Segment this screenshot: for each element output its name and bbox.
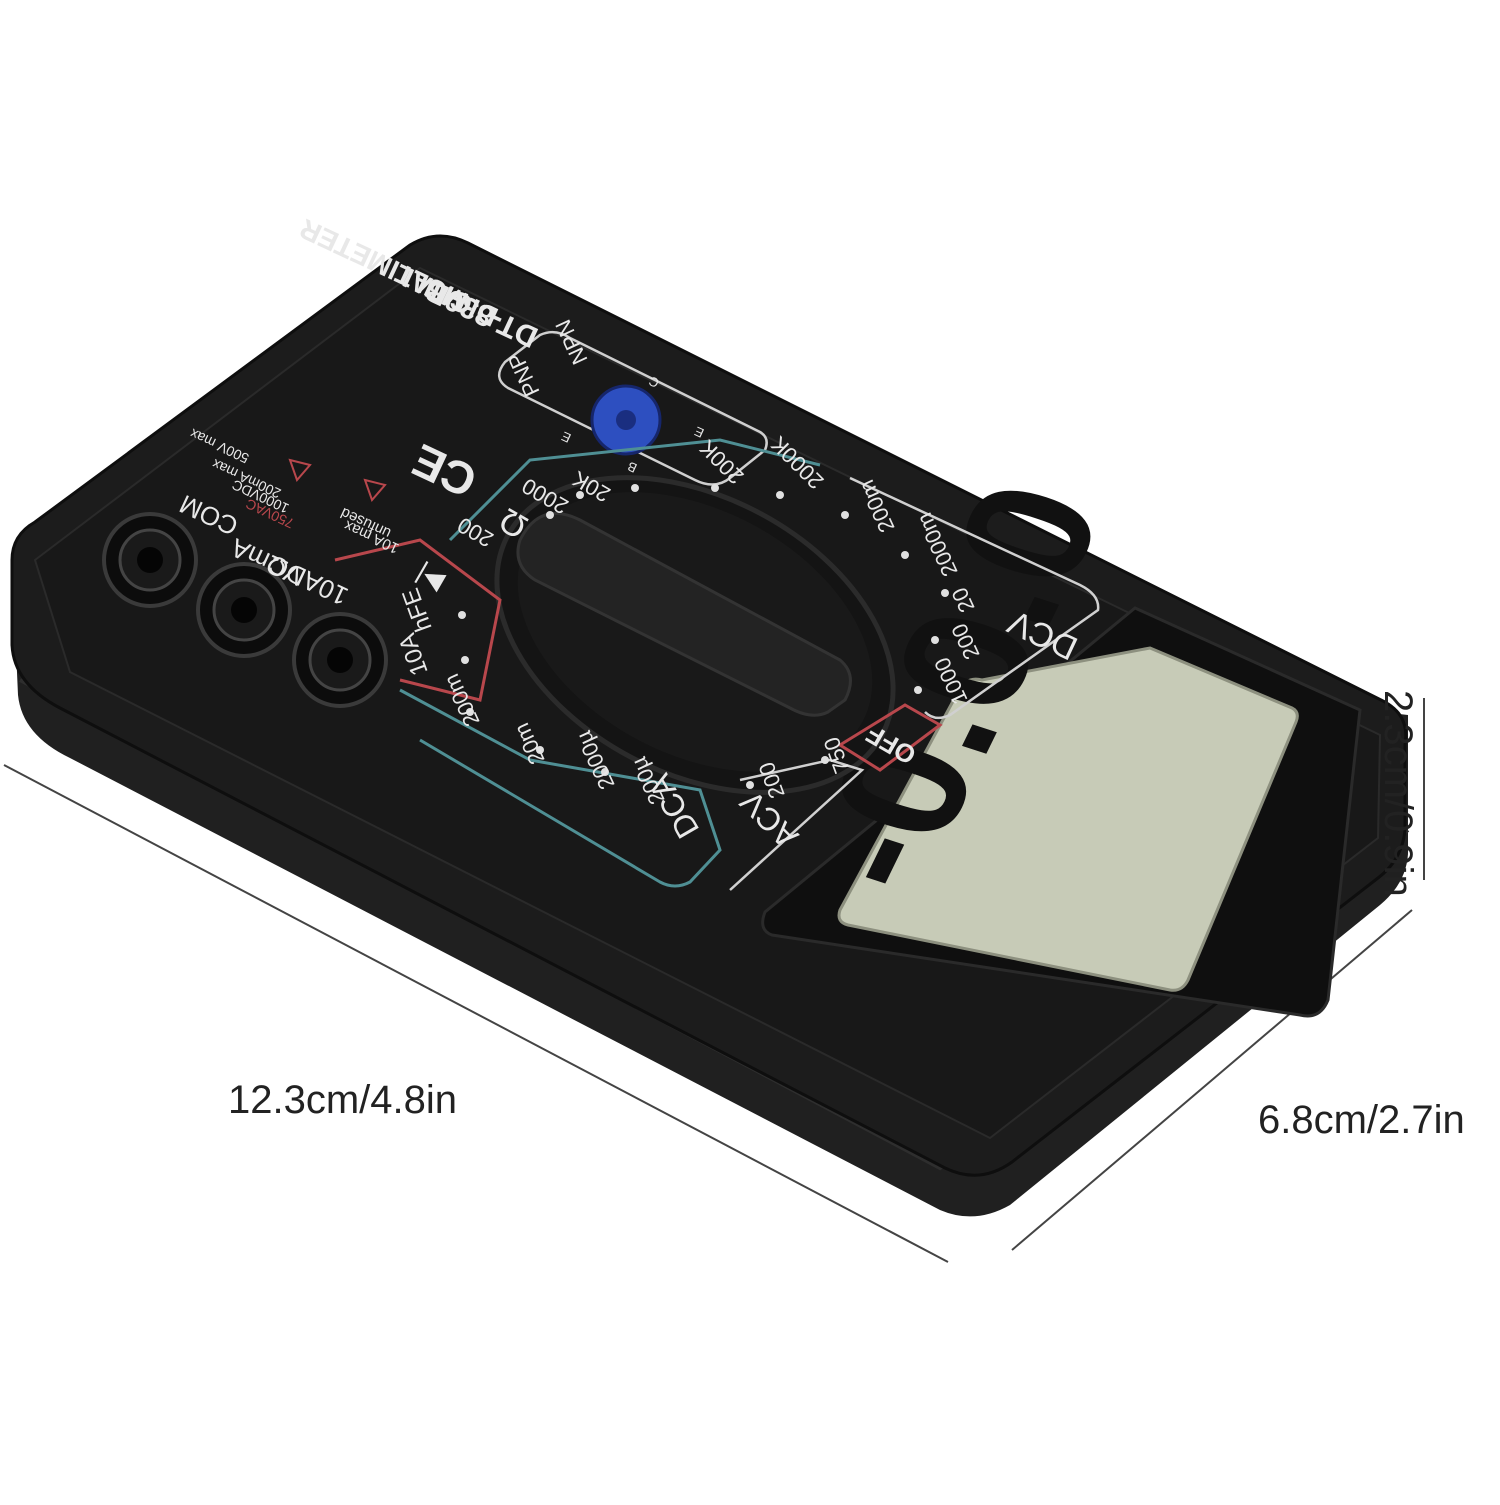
hfe-socket-center xyxy=(616,410,636,430)
width-dimension-label: 6.8cm/2.7in xyxy=(1258,1098,1465,1142)
length-dimension-line xyxy=(3,764,949,1263)
ohm-section-outline xyxy=(448,438,821,542)
dcv-section-outline xyxy=(849,476,1100,720)
warning-triangle-icon xyxy=(363,478,387,502)
lcd-screen xyxy=(837,646,1299,992)
acv-section-outline xyxy=(729,758,865,891)
length-dimension-label: 12.3cm/4.8in xyxy=(228,1078,458,1122)
height-dimension-label: 2.3cm/0.9in xyxy=(1376,690,1420,897)
jack-com[interactable] xyxy=(102,512,198,608)
dca-section-outline xyxy=(399,688,722,888)
range-dots xyxy=(458,484,949,789)
warning-triangle-icon xyxy=(288,458,312,482)
high-current-section-outline xyxy=(334,538,502,702)
jack-vohm[interactable] xyxy=(196,562,292,658)
width-dimension-line xyxy=(1011,909,1413,1251)
hfe-socket-frame xyxy=(498,330,768,486)
rotary-dial-pointer[interactable] xyxy=(516,511,852,717)
jack-10a[interactable] xyxy=(292,612,388,708)
off-section-outline xyxy=(837,703,943,772)
